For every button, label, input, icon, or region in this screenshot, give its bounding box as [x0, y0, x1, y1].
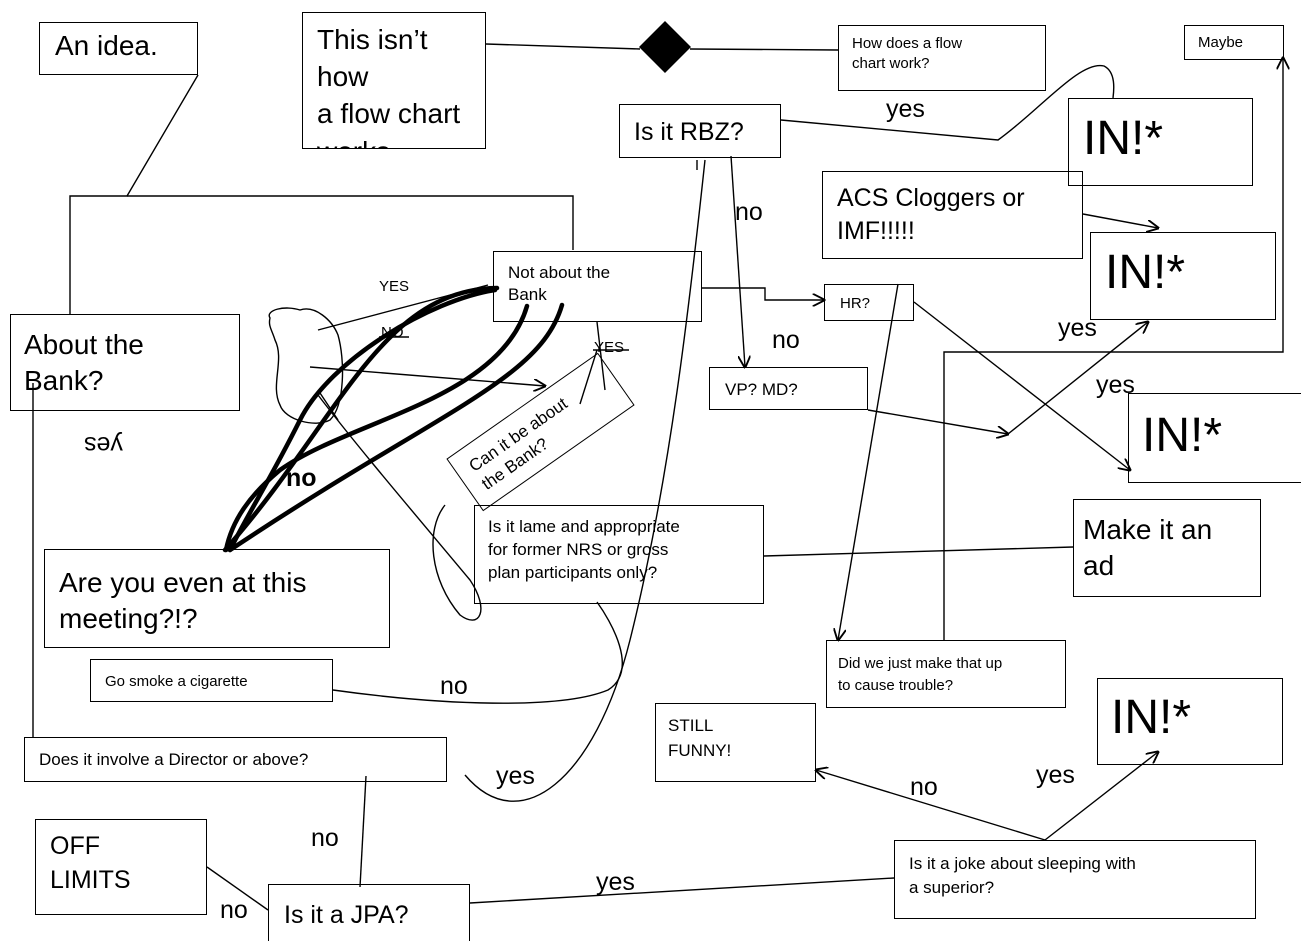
connector-not-how	[485, 43, 641, 50]
node-jpa[interactable]: Is it a JPA?	[268, 884, 470, 941]
node-how-does[interactable]: How does a flow chart work?	[838, 25, 1046, 91]
node-vp-md[interactable]: VP? MD?	[709, 367, 868, 410]
connector-lame-ad	[763, 546, 1074, 557]
connector-joke-still	[816, 770, 1046, 841]
node-rbz[interactable]: Is it RBZ?	[619, 104, 781, 158]
connector-not-about-can	[596, 321, 606, 391]
connector-bracket-right	[127, 195, 574, 250]
connector-hr-in3	[913, 301, 1130, 470]
node-not-how[interactable]: This isn’t how a flow chart works	[302, 12, 486, 149]
connector-rbz-long	[464, 159, 706, 802]
thick-curve-2	[227, 302, 565, 553]
label-yes-rbz: yes	[886, 95, 925, 123]
label-yes-in2: yes	[1058, 314, 1097, 342]
label-yes-director: yes	[496, 762, 535, 790]
node-about-bank[interactable]: About the Bank?	[10, 314, 240, 411]
label-no-smoke: no	[440, 672, 468, 700]
connector-rbz-no	[730, 155, 745, 367]
connector-vp	[867, 409, 1008, 434]
connector-diamond	[689, 48, 839, 51]
node-smoke[interactable]: Go smoke a cigarette	[90, 659, 333, 702]
node-at-meeting[interactable]: Are you even at this meeting?!?	[44, 549, 390, 648]
label-yes-struck: YES	[594, 339, 625, 356]
label-no-struck: NO	[381, 324, 404, 341]
node-still-funny[interactable]: STILL FUNNY!	[655, 703, 816, 782]
label-yes-in3: yes	[1096, 371, 1135, 399]
node-in-2[interactable]: IN!*	[1090, 232, 1276, 320]
node-in-4[interactable]: IN!*	[1097, 678, 1283, 765]
decision-diamond	[639, 21, 691, 73]
node-acs[interactable]: ACS Cloggers or IMF!!!!!	[822, 171, 1083, 259]
node-idea[interactable]: An idea.	[39, 22, 198, 75]
connector-joke-in4	[1044, 752, 1158, 841]
thick-curve-4	[223, 303, 530, 553]
label-no-off: no	[220, 896, 248, 924]
sketch-blob	[268, 307, 344, 424]
thick-curve-1	[222, 285, 500, 553]
node-joke[interactable]: Is it a joke about sleeping with a super…	[894, 840, 1256, 919]
node-not-about-bank[interactable]: Not about the Bank	[493, 251, 702, 322]
thick-curve-3	[227, 287, 498, 553]
connector-rbz-yes	[780, 64, 1115, 141]
node-maybe[interactable]: Maybe	[1184, 25, 1284, 60]
connector-idea	[69, 74, 199, 315]
connector-not-about-hr	[702, 287, 824, 300]
label-no-bold: no	[286, 464, 317, 492]
connector-acs	[1082, 213, 1158, 228]
node-make-ad[interactable]: Make it an ad	[1073, 499, 1261, 597]
node-lame[interactable]: Is it lame and appropriate for former NR…	[474, 505, 764, 604]
node-director[interactable]: Does it involve a Director or above?	[24, 737, 447, 782]
sketch-tail-2	[319, 392, 339, 421]
label-yes-in4: yes	[1036, 761, 1075, 789]
connector-off-jpa	[206, 866, 269, 911]
connector-smoke	[332, 601, 623, 704]
label-no-vp: no	[772, 326, 800, 354]
connector-mid-in2	[1007, 322, 1148, 435]
node-in-3[interactable]: IN!*	[1128, 393, 1301, 483]
label-no-jpa-top: no	[311, 824, 339, 852]
label-yes-flipped: yes	[84, 431, 123, 459]
label-no-rbz: no	[735, 198, 763, 226]
connector-hr-madeup	[838, 283, 899, 640]
sketch-line-upper	[579, 349, 598, 405]
node-in-1[interactable]: IN!*	[1068, 98, 1253, 186]
connector-jpa-joke	[469, 877, 895, 904]
node-off-limits[interactable]: OFF LIMITS	[35, 819, 207, 915]
node-made-up[interactable]: Did we just make that up to cause troubl…	[826, 640, 1066, 708]
label-no-still: no	[910, 773, 938, 801]
label-yes-upper: YES	[379, 278, 410, 295]
label-yes-jpa: yes	[596, 868, 635, 896]
node-hr[interactable]: HR?	[824, 284, 914, 321]
sketch-arrow	[309, 366, 545, 386]
connector-madeup-maybe	[943, 58, 1283, 640]
connector-director-jpa	[359, 775, 367, 888]
